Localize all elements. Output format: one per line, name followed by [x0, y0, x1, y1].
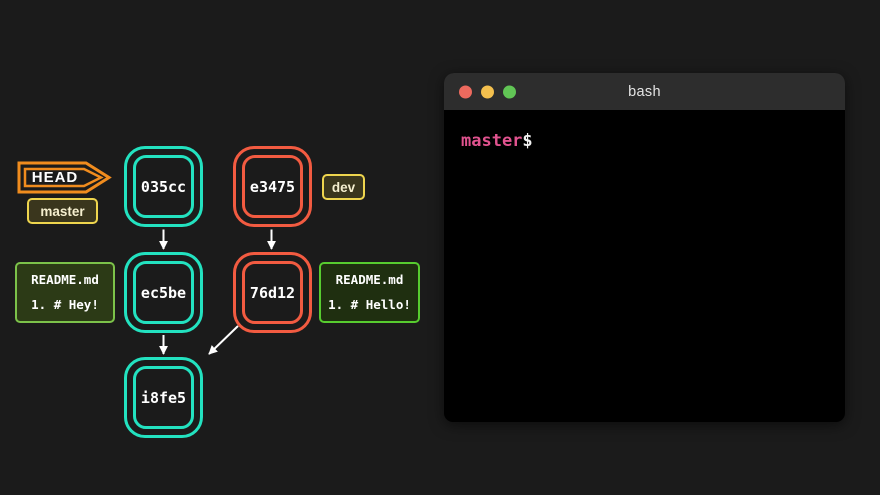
edge-76d12-i8fe5: [208, 325, 239, 355]
terminal-window: bash master$: [444, 73, 845, 422]
commit-id: 035cc: [133, 155, 194, 218]
branch-badge-dev: dev: [322, 174, 365, 200]
head-label: HEAD: [31, 169, 79, 186]
prompt-branch: master: [461, 131, 523, 151]
file-box-dev-readme: README.md 1. # Hello!: [319, 262, 420, 323]
commit-id: ec5be: [133, 261, 194, 324]
file-name: README.md: [335, 272, 404, 287]
commit-id: 76d12: [242, 261, 303, 324]
file-content: 1. # Hey!: [31, 297, 99, 312]
commit-node-035cc: 035cc: [124, 146, 203, 227]
head-pointer: HEAD: [17, 161, 112, 194]
commit-id: i8fe5: [133, 366, 194, 429]
commit-node-ec5be: ec5be: [124, 252, 203, 333]
head-pointer-arrow-icon: [17, 161, 112, 194]
file-name: README.md: [31, 272, 99, 287]
commit-node-i8fe5: i8fe5: [124, 357, 203, 438]
commit-node-76d12: 76d12: [233, 252, 312, 333]
commit-id: e3475: [242, 155, 303, 218]
terminal-title: bash: [628, 83, 661, 100]
close-button-icon[interactable]: [459, 85, 472, 98]
file-content: 1. # Hello!: [328, 297, 411, 312]
file-box-master-readme: README.md 1. # Hey!: [15, 262, 115, 323]
minimize-button-icon[interactable]: [481, 85, 494, 98]
terminal-body[interactable]: master$: [444, 110, 845, 422]
window-controls: [459, 85, 516, 98]
zoom-button-icon[interactable]: [503, 85, 516, 98]
commit-node-e3475: e3475: [233, 146, 312, 227]
terminal-titlebar[interactable]: bash: [444, 73, 845, 110]
prompt-symbol: $: [522, 131, 533, 151]
branch-badge-master: master: [27, 198, 98, 224]
